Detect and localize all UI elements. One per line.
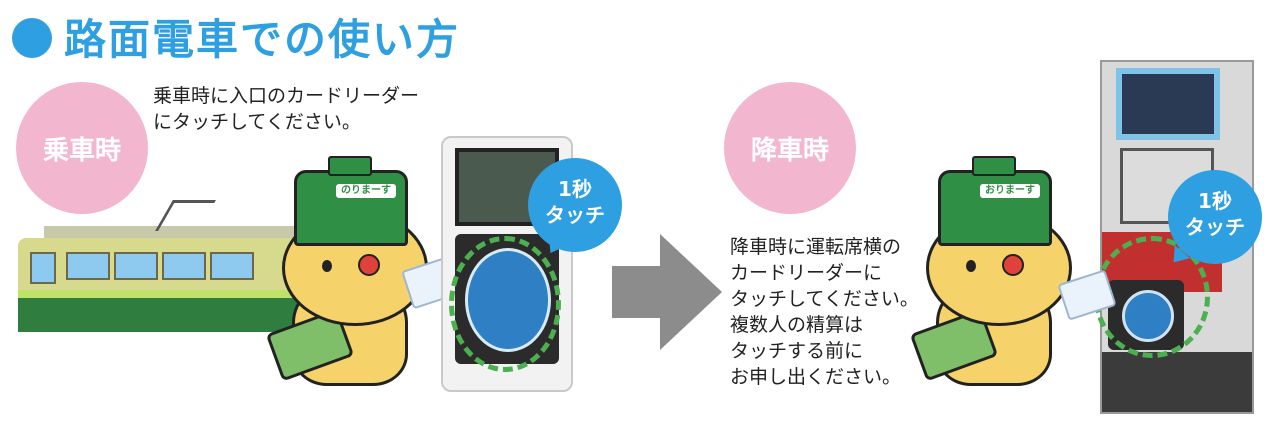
cat-hat-top — [972, 156, 1016, 176]
bubble-line: タッチ — [545, 203, 605, 227]
cat-hat — [294, 170, 408, 246]
cat-mascot-illustration: のりまーす — [262, 150, 465, 390]
boarding-instruction-line: 乗車時に入口のカードリーダー — [153, 85, 420, 107]
boarding-touch-bubble: 1秒 タッチ — [528, 158, 622, 252]
boarding-instruction: 乗車時に入口のカードリーダー にタッチしてください。 — [153, 83, 419, 135]
right-arrow-icon — [612, 234, 732, 350]
alighting-instruction-line: 複数人の精算は — [730, 314, 864, 336]
bubble-line: タッチ — [1185, 215, 1245, 239]
cat-nose — [1002, 254, 1024, 276]
cat-hat — [938, 170, 1052, 246]
boarding-instruction-line: にタッチしてください。 — [153, 111, 361, 133]
alighting-instruction-line: タッチする前に — [730, 340, 864, 362]
alighting-instruction-line: タッチしてください。 — [730, 288, 919, 310]
cat-nameplate: おりまーす — [980, 184, 1040, 198]
tram-window — [210, 252, 254, 280]
alighting-touch-bubble: 1秒 タッチ — [1168, 170, 1262, 264]
cat-nameplate: のりまーす — [336, 184, 396, 198]
fare-machine-base — [1102, 352, 1252, 412]
cat-hat-top — [328, 156, 372, 176]
cat-eye — [322, 260, 332, 272]
boarding-badge: 乗車時 — [16, 82, 148, 214]
bubble-line: 1秒 — [558, 177, 592, 201]
bubble-line: 1秒 — [1198, 189, 1232, 213]
arrow-body — [612, 266, 666, 318]
alighting-instruction-line: カードリーダーに — [730, 262, 883, 284]
title-dot-icon — [12, 18, 52, 58]
touch-highlight-ring — [449, 236, 561, 372]
alighting-instruction: 降車時に運転席横の カードリーダーに タッチしてください。 複数人の精算は タッ… — [730, 234, 919, 390]
cat-mascot-illustration: おりまーす — [906, 150, 1117, 390]
tram-stripe — [18, 290, 338, 298]
tram-roof — [44, 226, 314, 240]
page-title: 路面電車での使い方 — [64, 15, 461, 64]
cat-eye — [966, 260, 976, 272]
tram-window — [66, 252, 110, 280]
arrow-head — [660, 234, 722, 350]
cat-nose — [358, 254, 380, 276]
alighting-instruction-line: 降車時に運転席横の — [730, 236, 902, 258]
tram-window — [162, 252, 206, 280]
boarding-badge-label: 乗車時 — [42, 136, 121, 166]
tram-window — [114, 252, 158, 280]
tram-window — [30, 252, 56, 284]
fare-machine-monitor — [1116, 68, 1220, 140]
alighting-badge: 降車時 — [724, 82, 856, 214]
alighting-instruction-line: お申し出ください。 — [730, 366, 902, 388]
alighting-badge-label: 降車時 — [750, 136, 829, 166]
